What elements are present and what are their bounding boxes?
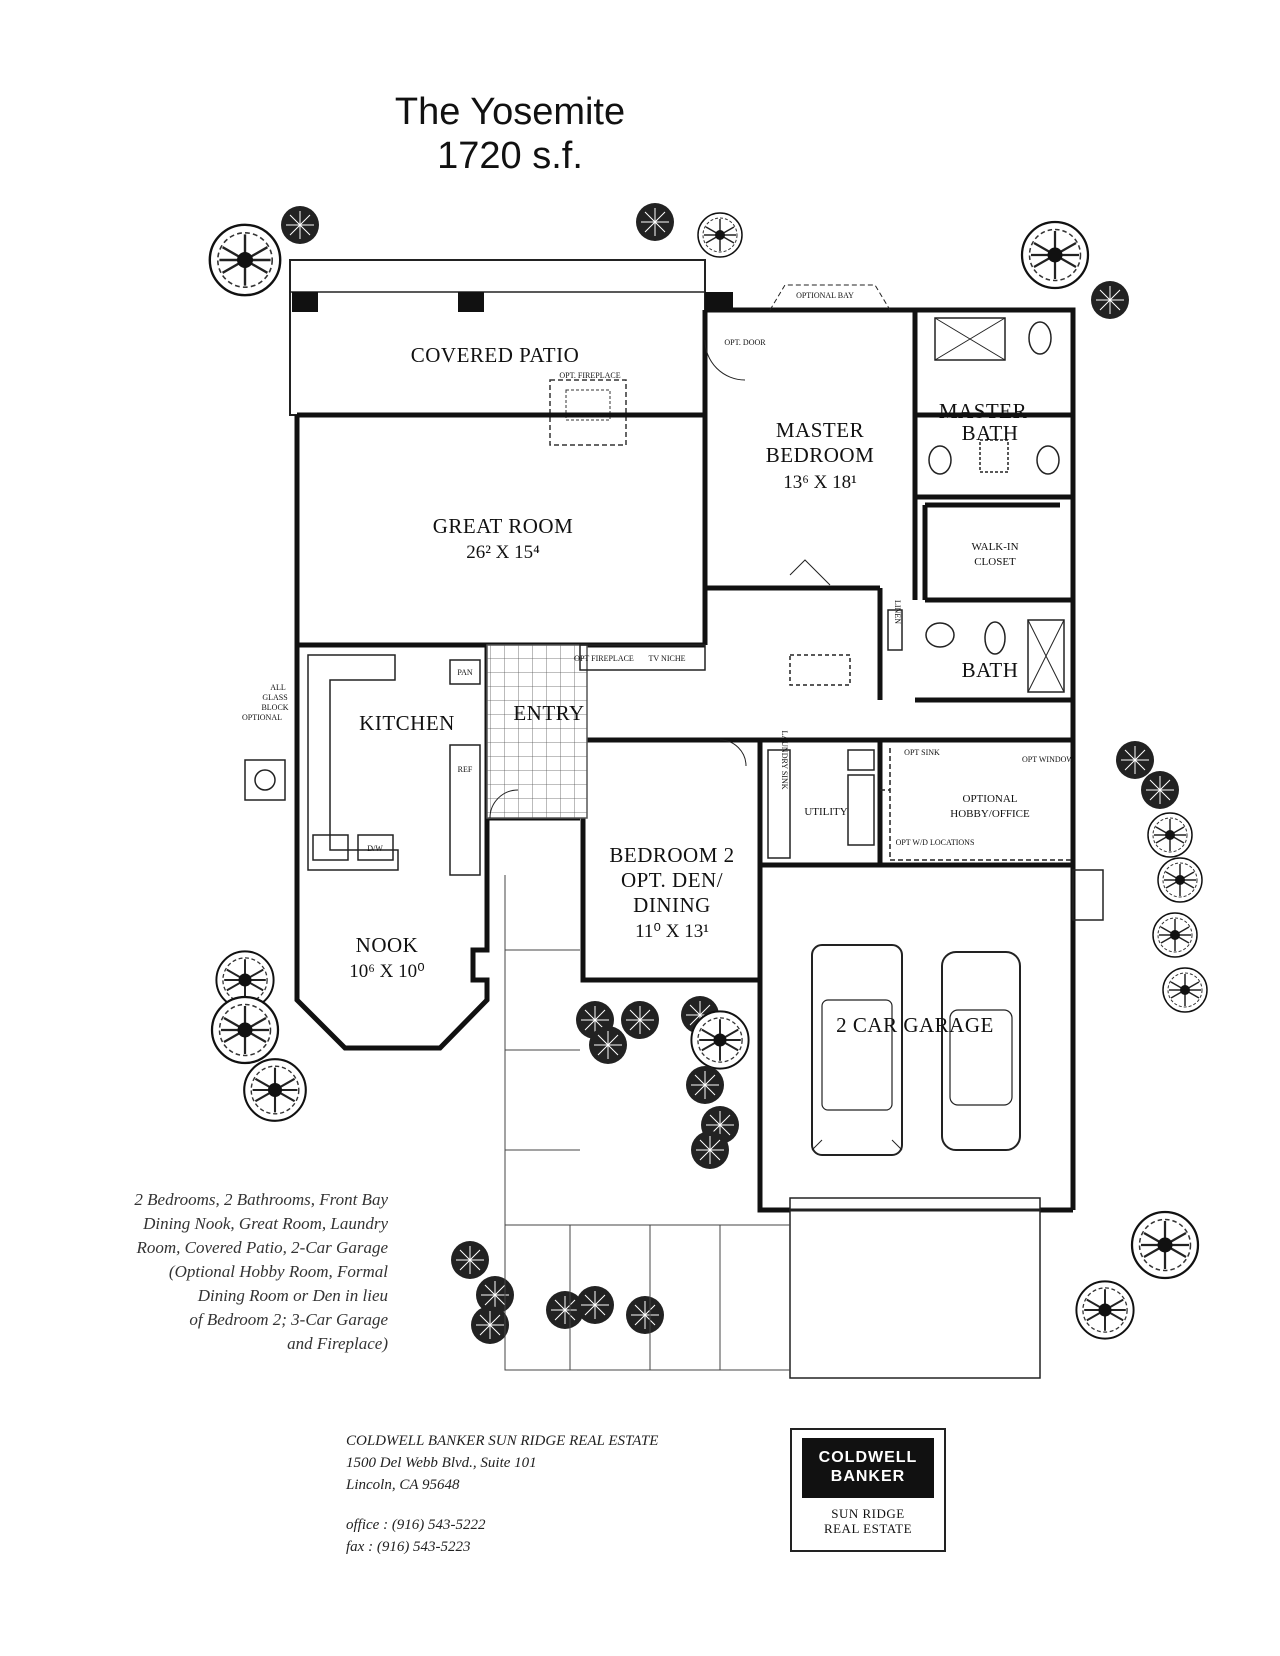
label-entry: ENTRY — [513, 701, 584, 725]
label-glass-block-3: BLOCK — [261, 703, 288, 712]
label-opt-fireplace-small: OPT FIREPLACE — [574, 654, 634, 663]
description-line: 2 Bedrooms, 2 Bathrooms, Front Bay — [134, 1190, 388, 1209]
label-linen: LINEN — [893, 600, 902, 624]
label-glass-block-1: ALL — [270, 683, 286, 692]
label-bedroom2-2: OPT. DEN/ — [621, 868, 723, 892]
label-opt-sink: OPT SINK — [904, 748, 940, 757]
plan-title: The Yosemite 1720 s.f. — [360, 90, 660, 178]
description-line: Dining Room or Den in lieu — [197, 1286, 388, 1305]
office-phone: office : (916) 543-5222 — [346, 1517, 486, 1533]
description-line: Room, Covered Patio, 2-Car Garage — [136, 1238, 388, 1257]
floor-plan: COVERED PATIO OPT. FIREPLACE GREAT ROOM … — [208, 202, 1208, 1379]
label-covered-patio: COVERED PATIO — [411, 343, 580, 367]
company-address: 1500 Del Webb Blvd., Suite 101 — [346, 1455, 537, 1471]
label-master-bath-1: MASTER — [939, 399, 1027, 423]
label-bath: BATH — [962, 658, 1019, 682]
label-opt-window: OPT WINDOW — [1022, 755, 1074, 764]
plan-description: 2 Bedrooms, 2 Bathrooms, Front Bay Dinin… — [18, 1188, 388, 1356]
label-opt-fireplace: OPT. FIREPLACE — [559, 371, 620, 380]
logo-line1: COLDWELL — [818, 1449, 918, 1466]
plan-size: 1720 s.f. — [437, 135, 583, 177]
label-kitchen: KITCHEN — [359, 711, 455, 735]
label-hobby-1: OPTIONAL — [963, 793, 1018, 805]
contact-block: COLDWELL BANKER SUN RIDGE REAL ESTATE 15… — [346, 1430, 658, 1558]
description-line: (Optional Hobby Room, Formal — [168, 1262, 388, 1281]
label-utility: UTILITY — [804, 806, 847, 818]
description-line: of Bedroom 2; 3-Car Garage — [189, 1310, 388, 1329]
label-great-room: GREAT ROOM — [433, 514, 574, 538]
label-master-bedroom-dim: 13⁶ X 18¹ — [783, 472, 857, 493]
walls — [294, 307, 1076, 1213]
logo-sub1: SUN RIDGE — [831, 1506, 905, 1521]
landscaping — [208, 202, 1208, 1345]
fixtures — [244, 284, 1104, 1379]
label-glass-block-4: OPTIONAL — [242, 713, 282, 722]
company-name: COLDWELL BANKER SUN RIDGE REAL ESTATE — [346, 1433, 659, 1449]
label-tv-niche: TV NICHE — [649, 654, 686, 663]
logo-line2: BANKER — [830, 1468, 906, 1485]
room-labels: COVERED PATIO OPT. FIREPLACE GREAT ROOM … — [242, 291, 1074, 1037]
fax-number: fax : (916) 543-5223 — [346, 1539, 471, 1555]
label-nook-dim: 10⁶ X 10⁰ — [349, 961, 424, 982]
label-optional-bay: OPTIONAL BAY — [796, 291, 854, 300]
company-city: Lincoln, CA 95648 — [346, 1477, 460, 1493]
label-hobby-2: HOBBY/OFFICE — [950, 808, 1030, 820]
label-opt-wall: OPT W/D LOCATIONS — [896, 838, 975, 847]
description-line: Dining Nook, Great Room, Laundry — [143, 1214, 388, 1233]
label-dw: D/W — [367, 844, 383, 853]
label-bedroom2-3: DINING — [633, 893, 711, 917]
label-glass-block-2: GLASS — [262, 693, 287, 702]
label-nook: NOOK — [356, 933, 419, 957]
label-walk-in-closet-1: WALK-IN — [971, 541, 1018, 553]
label-pan: PAN — [457, 668, 472, 677]
description-line: and Fireplace) — [287, 1334, 388, 1353]
label-ref: REF — [458, 765, 473, 774]
logo-sub2: REAL ESTATE — [823, 1521, 913, 1536]
label-bedroom2-dim: 11⁰ X 13¹ — [635, 921, 709, 942]
logo-mark: COLDWELL BANKER — [802, 1438, 934, 1498]
label-master-bath-2: BATH — [962, 421, 1019, 445]
label-opt-door: OPT. DOOR — [724, 338, 766, 347]
label-master-bedroom-2: BEDROOM — [766, 443, 875, 467]
coldwell-banker-logo: COLDWELL BANKER SUN RIDGE REAL ESTATE — [790, 1428, 946, 1552]
label-bedroom2-1: BEDROOM 2 — [609, 843, 734, 867]
label-walk-in-closet-2: CLOSET — [974, 556, 1016, 568]
label-laundry: LAUNDRY SINK — [780, 730, 789, 789]
label-great-room-dim: 26² X 15⁴ — [466, 542, 540, 563]
plan-name: The Yosemite — [394, 91, 626, 133]
label-master-bedroom-1: MASTER — [776, 418, 864, 442]
label-garage: 2 CAR GARAGE — [836, 1013, 994, 1037]
